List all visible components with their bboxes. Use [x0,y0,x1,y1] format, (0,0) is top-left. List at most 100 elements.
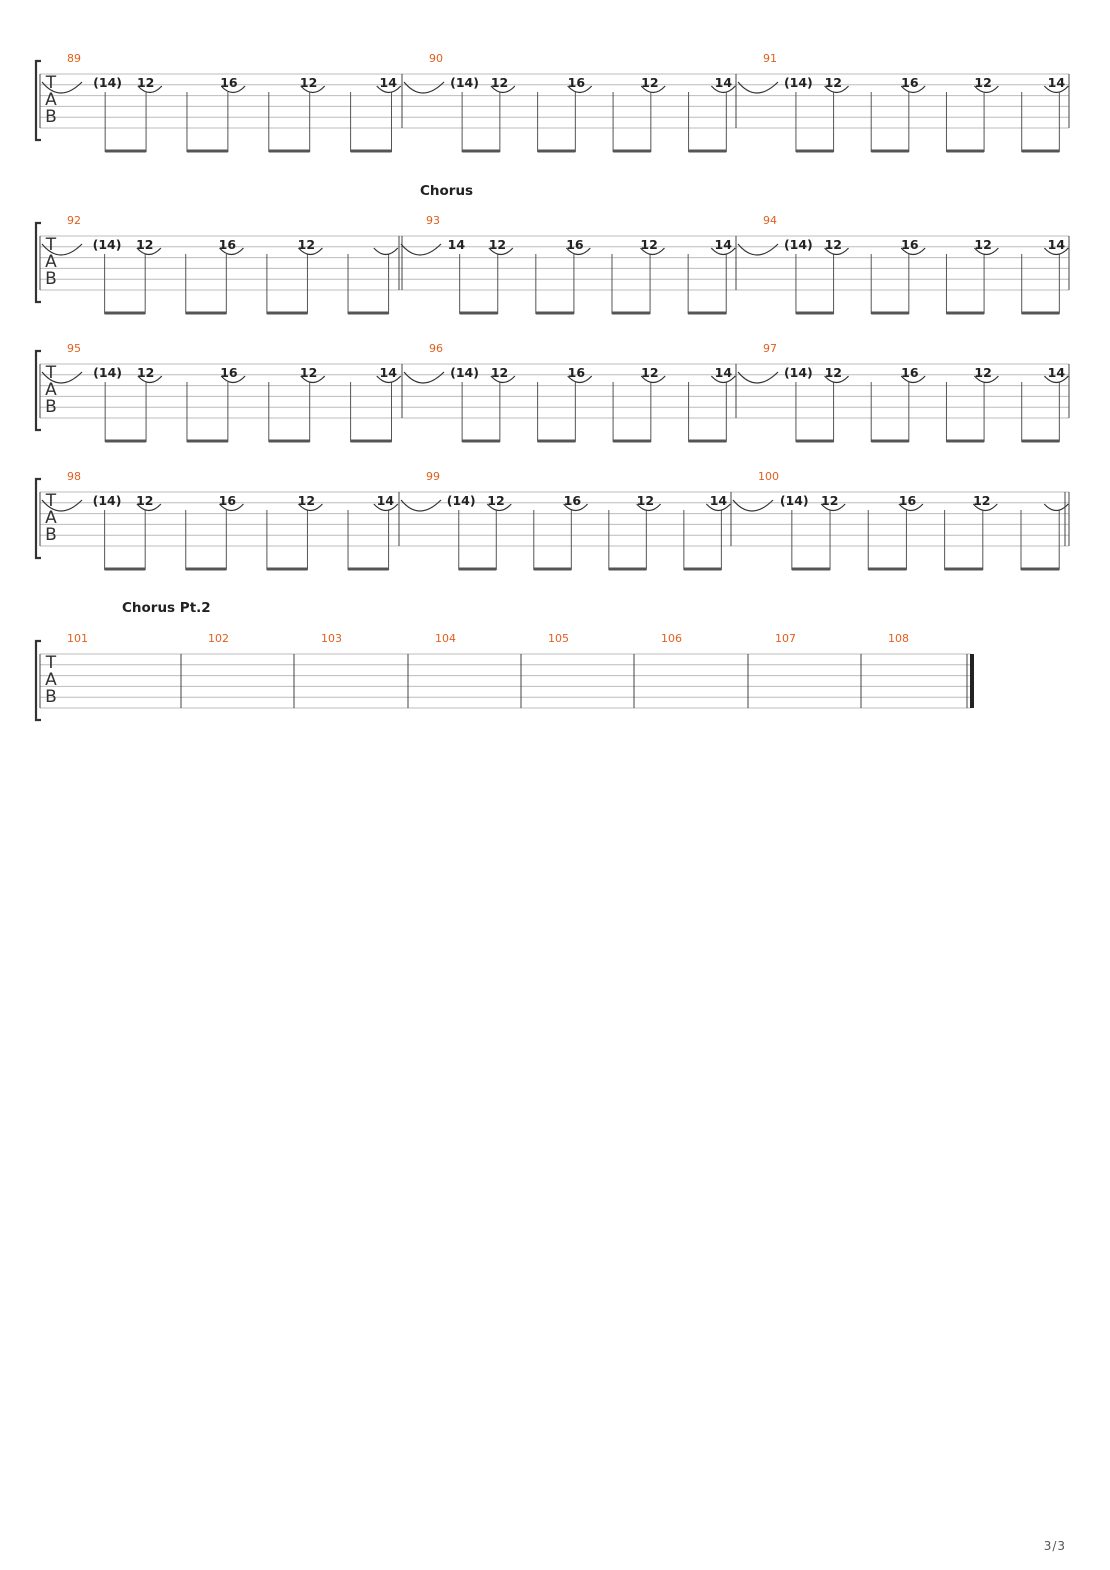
slur-curve [710,247,736,256]
fret-number: 16 [219,493,237,508]
fret-number: 12 [491,75,508,90]
section-label: Chorus Pt.2 [122,600,211,616]
fret-number: (14) [447,493,476,508]
slur-curve [640,247,665,256]
fret-number: 12 [300,75,317,90]
fret-number: 12 [821,493,838,508]
fret-number: 14 [1048,237,1066,252]
system-bracket [34,349,41,432]
tab-clef-letter: T [45,653,57,673]
fret-number: 16 [568,75,586,90]
slur-curve [563,503,589,512]
slur-curve [565,247,591,256]
fret-number: 12 [640,237,657,252]
bar-number: 108 [888,632,909,645]
slur-curve [220,375,246,384]
bar-number: 95 [67,342,81,355]
fret-number: 14 [710,493,728,508]
slur-curve [973,85,999,94]
slur-curve [1043,375,1069,384]
fret-number: 14 [1048,365,1066,380]
fret-number: 16 [901,237,919,252]
tie-curve [737,371,779,384]
slur-curve [900,85,926,94]
slur-curve [824,85,850,94]
tab-clef-letter: B [45,687,57,707]
fret-number: 16 [901,75,919,90]
fret-number: 16 [899,493,917,508]
fret-number: (14) [450,75,479,90]
fret-number: (14) [784,75,813,90]
fret-number: 12 [974,75,991,90]
fret-number: 14 [380,365,398,380]
tie-curve [41,81,83,94]
fret-number: (14) [93,75,122,90]
slur-curve [705,503,731,512]
slur-curve [973,247,999,256]
tie-curve [400,243,442,256]
final-barline-thick [970,654,974,708]
slur-curve [219,247,244,256]
fret-number: 12 [137,75,154,90]
slur-curve [824,247,850,256]
tie-curve [41,499,83,512]
slur-curve [824,375,850,384]
bar-number: 96 [429,342,443,355]
tie-curve [403,371,445,384]
slur-curve [820,503,846,512]
tab-clef-letter: A [45,670,57,690]
slur-curve [300,85,326,94]
fret-number: 12 [825,237,842,252]
slur-curve [300,375,326,384]
fret-number: 14 [1048,75,1066,90]
bar-number: 103 [321,632,342,645]
fret-number: 12 [825,365,842,380]
fret-number: 12 [136,493,153,508]
bar-number: 89 [67,52,81,65]
fret-number: 12 [974,237,991,252]
tab-clef-letter: A [45,508,57,528]
fret-number: 12 [298,237,315,252]
tab-clef-letter: B [45,107,57,127]
slur-curve [297,247,323,256]
tab-clef-letter: A [45,380,57,400]
bar-number: 100 [758,470,779,483]
bar-number: 101 [67,632,88,645]
fret-number: 14 [715,75,733,90]
bar-number: 90 [429,52,443,65]
tie-curve [41,243,83,256]
slur-curve [219,503,244,512]
fret-number: 12 [641,75,658,90]
bar-number: 104 [435,632,456,645]
bar-number: 106 [661,632,682,645]
fret-number: 12 [298,493,315,508]
page-number: 3/3 [1043,1539,1066,1553]
fret-number: 12 [491,365,508,380]
slur-curve [373,503,399,512]
slur-curve [490,85,516,94]
slur-curve [898,503,924,512]
tab-clef-letter: B [45,269,57,289]
tie-curve [400,499,442,512]
fret-number: 16 [220,75,238,90]
fret-number: 12 [487,493,504,508]
fret-number: 12 [974,365,991,380]
slur-curve [636,503,662,512]
fret-number: 12 [137,365,154,380]
bar-number: 92 [67,214,81,227]
slur-curve [900,247,926,256]
slur-curve [973,375,999,384]
fret-number: 12 [825,75,842,90]
fret-number: 14 [377,493,395,508]
fret-number: 12 [300,365,317,380]
fret-number: 14 [448,237,466,252]
fret-number: (14) [784,365,813,380]
slur-curve [486,503,512,512]
bar-number: 91 [763,52,777,65]
fret-number: 16 [568,365,586,380]
